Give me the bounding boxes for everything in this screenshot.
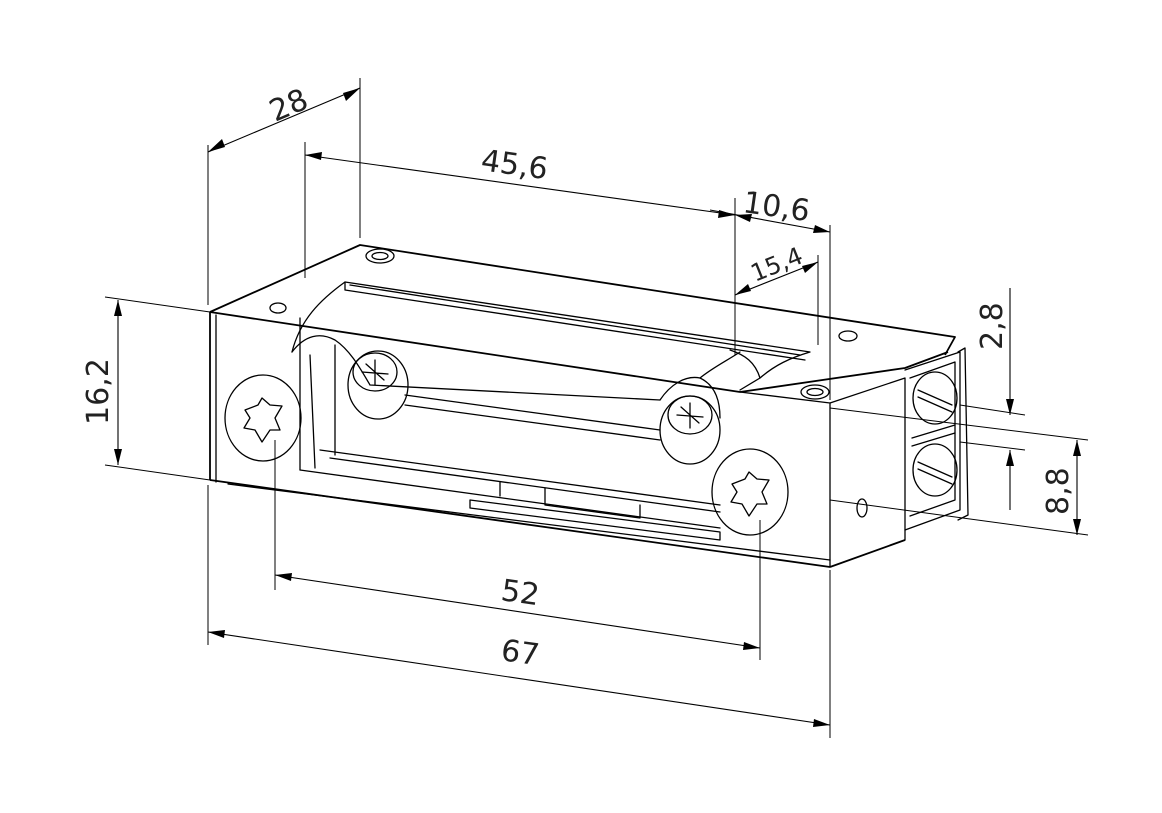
dimension-2-8: 2,8 (959, 288, 1026, 510)
dimension-label-8-8: 8,8 (1041, 467, 1076, 515)
strike-body (209, 244, 956, 568)
dimension-45-6: 45,6 (304, 142, 736, 355)
dimension-label-28: 28 (264, 82, 313, 129)
dimension-16-2: 16,2 (81, 296, 211, 481)
dimension-10-6: 10,6 (709, 185, 831, 400)
terminal-block (904, 347, 969, 531)
mounting-screws (224, 350, 789, 536)
dimension-label-10-6: 10,6 (741, 185, 812, 229)
dimension-label-16-2: 16,2 (81, 358, 116, 425)
dimension-28: 28 (207, 78, 361, 305)
dimension-label-67: 67 (499, 633, 542, 673)
dimension-8-8: 8,8 (829, 407, 1089, 536)
dimension-label-15-4: 15,4 (747, 242, 807, 288)
dimension-label-52: 52 (499, 573, 542, 613)
dimension-label-2-8: 2,8 (975, 302, 1010, 350)
dimension-67: 67 (207, 485, 831, 738)
dimension-52: 52 (274, 440, 761, 660)
dimension-15-4: 15,4 (734, 242, 819, 345)
